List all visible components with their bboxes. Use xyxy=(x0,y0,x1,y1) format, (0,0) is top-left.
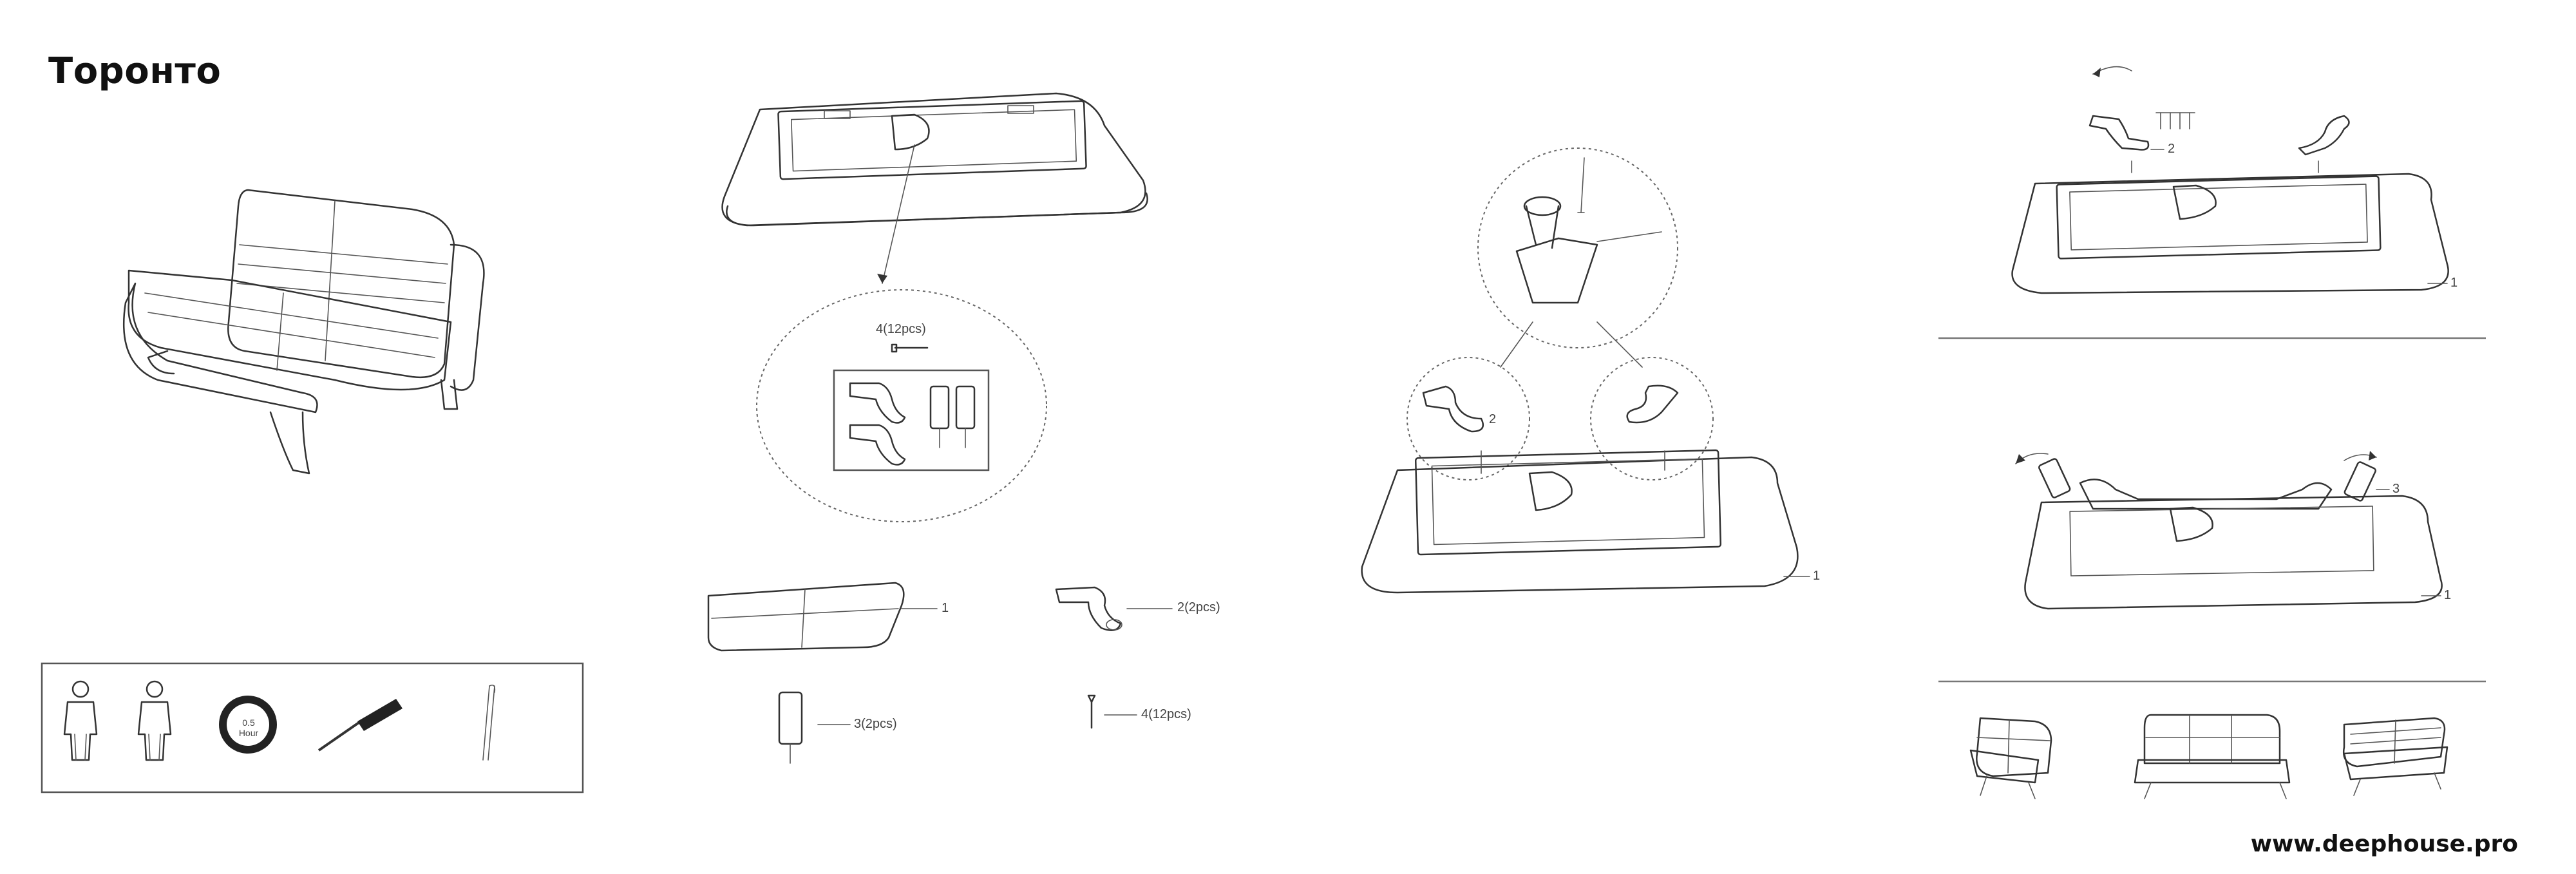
person-icon xyxy=(63,680,98,761)
armrest-part-label: 2(2pcs) xyxy=(1177,600,1220,614)
allen-key-icon xyxy=(482,684,496,761)
sofa-position-bed xyxy=(2342,717,2448,796)
armrest-part xyxy=(849,424,906,466)
armrest-part xyxy=(1422,385,1484,433)
step3-base-callout: 1 xyxy=(2450,276,2458,290)
clock-time-label-top: 0.5 xyxy=(242,717,255,728)
screw-part xyxy=(1087,694,1096,729)
leg-part xyxy=(2038,458,2071,499)
sofa-base-assembly xyxy=(1361,449,1799,594)
armrest-part xyxy=(2088,115,2150,151)
step3-armrest-callout: 2 xyxy=(2168,142,2175,156)
armrest-part xyxy=(1626,385,1679,424)
hardware-zoom-bubble xyxy=(756,289,1047,522)
screwdriver-icon xyxy=(317,699,402,752)
leg-part xyxy=(929,385,950,448)
sofa-position-upright xyxy=(1969,717,2052,799)
step2-base-callout: 1 xyxy=(1813,569,1821,583)
zoom-leader-line xyxy=(882,144,915,284)
sofa-base-part xyxy=(707,582,905,652)
zoom-circle-tool xyxy=(1477,147,1678,348)
person-icon xyxy=(137,680,172,761)
leg-part-label: 3(2pcs) xyxy=(854,717,897,731)
screw-part-label: 4(12pcs) xyxy=(1141,707,1191,721)
sofa-position-front xyxy=(2134,714,2291,799)
step4-leg-callout: 3 xyxy=(2392,482,2400,496)
screws-group xyxy=(2155,112,2195,129)
screw-part xyxy=(891,343,929,353)
clock-time-label-bottom: Hour xyxy=(238,728,259,738)
armrest-part xyxy=(849,382,906,424)
leg-part xyxy=(955,385,976,448)
down-arrow-icon xyxy=(2131,160,2319,173)
tools-panel-frame xyxy=(41,662,584,793)
rotation-arrow-icon xyxy=(2015,453,2049,464)
sofa-base-assembly xyxy=(2024,479,2443,610)
zoom-leader-line xyxy=(1500,321,1643,368)
sofa-part-label: 1 xyxy=(942,601,949,615)
hardware-tray xyxy=(833,369,990,471)
leg-part xyxy=(778,691,803,764)
hardware-count-label: 4(12pcs) xyxy=(876,322,926,336)
armrest-part xyxy=(2298,115,2350,156)
armrest-part xyxy=(1055,586,1122,631)
footer-url[interactable]: www.deephouse.pro xyxy=(2250,831,2518,857)
sofa-base-assembly xyxy=(2011,173,2449,294)
armrest-insertion-detail xyxy=(1515,157,1662,304)
rotation-arrow-icon xyxy=(2344,451,2377,461)
clock-icon xyxy=(219,696,277,754)
leg-part xyxy=(2344,461,2376,502)
zoom-arrowhead xyxy=(877,274,887,283)
zoom-circle-left xyxy=(1406,357,1530,480)
step2-armrest-callout: 2 xyxy=(1489,412,1497,426)
sofa-base-top-view xyxy=(721,92,1148,227)
sofa-illustration xyxy=(123,189,485,475)
rotation-arrow-icon xyxy=(2092,66,2132,77)
zoom-circle-right xyxy=(1590,357,1714,480)
step4-base-callout: 1 xyxy=(2444,588,2452,602)
document-title: Торонто xyxy=(48,50,222,92)
